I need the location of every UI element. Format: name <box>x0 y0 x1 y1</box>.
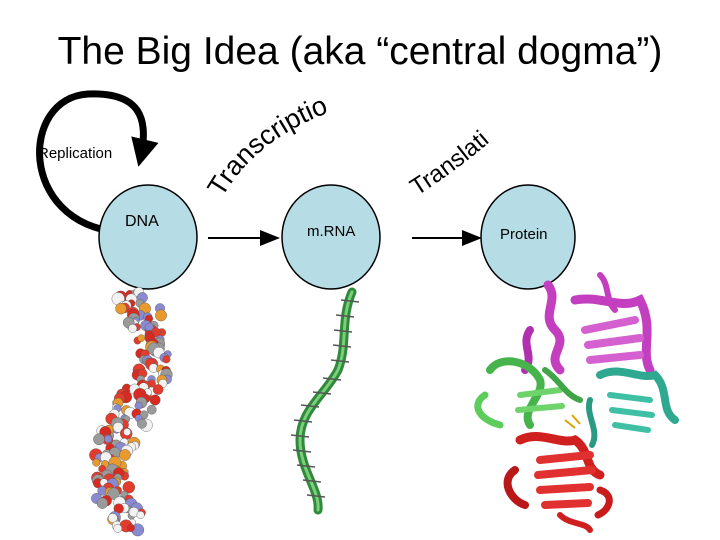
mrna-oval <box>281 184 381 290</box>
dna-atom <box>155 309 167 322</box>
dna-atom <box>119 449 131 461</box>
dna-atom <box>128 323 138 333</box>
replication-label: Replication <box>38 145 113 162</box>
mrna-base-rung <box>322 377 342 381</box>
protein-structure-image <box>474 272 679 533</box>
mrna-base-rung <box>306 494 326 498</box>
dna-atom <box>113 524 122 533</box>
dna-atom <box>104 434 113 443</box>
dna-atom <box>137 334 146 343</box>
transcription-label: Transcription <box>0 0 331 201</box>
dna-atom <box>123 428 131 436</box>
protein-oval <box>480 184 576 290</box>
mrna-base-rung <box>335 314 355 318</box>
dna-atom <box>93 433 105 446</box>
dna-atom <box>136 418 147 429</box>
mrna-base-rung <box>302 479 322 483</box>
dna-atom <box>112 422 124 433</box>
dna-atom <box>96 497 109 509</box>
dna-atom <box>107 487 120 500</box>
dna-atom <box>162 355 171 364</box>
dna-atom <box>136 511 145 520</box>
protein-label: Protein <box>500 226 548 243</box>
replication-loop-arrow <box>36 90 159 236</box>
dna-double-helix-image <box>89 287 173 537</box>
dna-atom <box>126 523 135 532</box>
mrna-label: m.RNA <box>307 223 356 240</box>
dna-oval <box>98 184 198 290</box>
dna-atom <box>146 404 157 415</box>
mrna-base-rung <box>332 344 352 348</box>
dna-atom <box>152 384 164 395</box>
mrna-base-rung <box>290 434 310 438</box>
mrna-strand-image <box>290 287 360 515</box>
mrna-base-rung <box>293 419 313 423</box>
mrna-base-rung <box>330 359 350 363</box>
mrna-base-rung <box>292 449 312 453</box>
dna-atom <box>134 401 143 410</box>
dna-atom <box>122 481 136 494</box>
dna-atom <box>92 458 101 467</box>
dna-atom <box>149 394 161 406</box>
dna-label: DNA <box>125 213 159 230</box>
mrna-base-rung <box>333 329 353 333</box>
mrna-base-rung <box>340 299 360 303</box>
dna-atom <box>108 513 118 523</box>
mrna-base-rung <box>312 391 332 395</box>
mrna-base-rung <box>300 404 320 408</box>
slide-title: The Big Idea (aka “central dogma”) <box>57 30 663 73</box>
dna-atom <box>115 302 127 315</box>
mrna-base-rung <box>296 464 316 468</box>
